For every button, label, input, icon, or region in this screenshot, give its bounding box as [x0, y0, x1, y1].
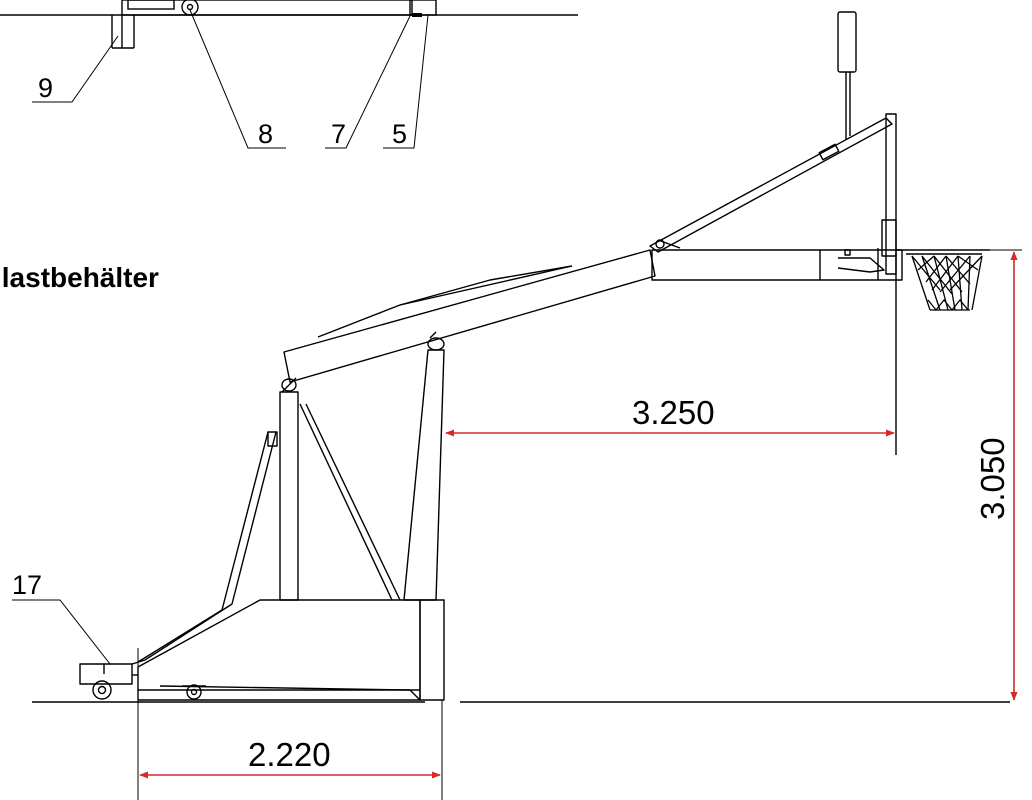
boom-head	[651, 249, 903, 281]
top-chassis-bottom	[121, 0, 413, 16]
callout-9: 9	[38, 73, 53, 103]
basketball-net	[911, 255, 983, 312]
top-wheel-8	[181, 0, 199, 16]
backboard-upright	[885, 113, 897, 275]
tow-trolley-17	[79, 663, 133, 685]
top-chassis-inner	[127, 0, 175, 10]
callout-17-leader	[12, 599, 111, 665]
dimension-lines	[137, 249, 1022, 800]
basketball-unit-side-view	[32, 11, 1010, 703]
shock-absorber	[837, 11, 857, 73]
tension-arm	[649, 117, 893, 253]
dim-base-label: 2.220	[248, 736, 331, 773]
callout-5: 5	[392, 119, 407, 149]
callout-7: 7	[331, 119, 346, 149]
section-heading: llastbehälter	[0, 262, 159, 293]
tow-bar	[137, 431, 269, 663]
ballast-container	[137, 599, 421, 701]
rear-column	[279, 391, 299, 601]
top-part-5	[409, 0, 437, 16]
front-column	[403, 349, 445, 601]
callout-8: 8	[258, 119, 273, 149]
top-view-fragment	[0, 0, 578, 49]
callout-17: 17	[12, 570, 42, 600]
rear-strut	[299, 403, 393, 601]
dim-height-label: 3.050	[974, 437, 1011, 520]
front-post	[419, 599, 445, 701]
trolley-wheel	[92, 680, 112, 700]
lower-boom	[283, 249, 656, 383]
top-callout-leaders	[32, 9, 429, 149]
dim-overhang-label: 3.250	[632, 394, 715, 431]
chassis-wheel	[186, 684, 202, 700]
